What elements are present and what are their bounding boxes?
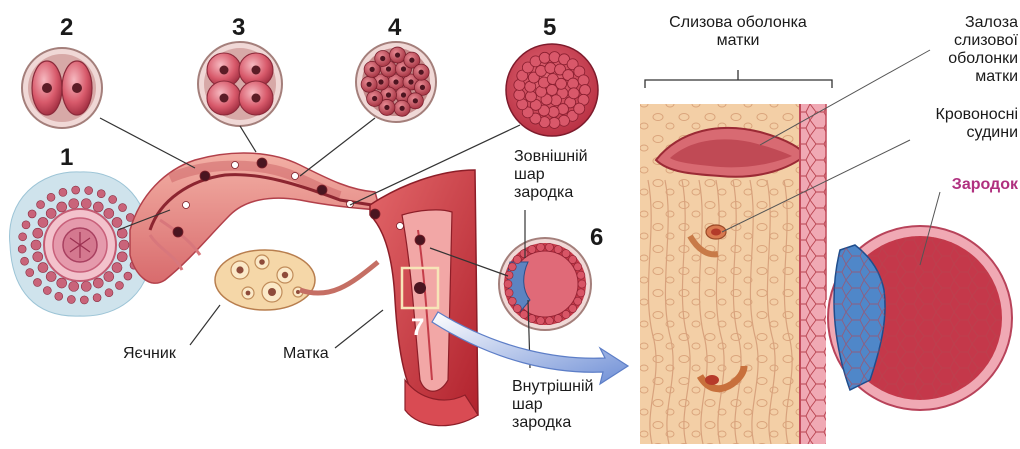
label-gland-3: оболонки	[910, 50, 1018, 68]
label-gland-4: матки	[910, 68, 1018, 86]
label-embryo: Зародок	[900, 176, 1018, 194]
stage-number-6: 6	[590, 224, 603, 252]
label-vessels-1: Кровоносні	[890, 106, 1018, 124]
uterus-and-tube	[130, 153, 478, 426]
label-outer-layer-1: Зовнішній	[514, 148, 588, 166]
label-inner-layer-3: зародка	[512, 414, 571, 432]
label-inner-layer-1: Внутрішній	[512, 378, 593, 396]
blastocyst-stage-5	[506, 44, 598, 136]
blastocyst-section-stage-6	[499, 238, 591, 330]
two-cell-stage-2	[22, 48, 102, 128]
label-gland-2: слизової	[910, 32, 1018, 50]
stage-number-5: 5	[543, 14, 556, 42]
label-mucosa-2: матки	[648, 32, 828, 50]
stage-number-4: 4	[388, 14, 401, 42]
stage-number-3: 3	[232, 14, 245, 42]
label-uterus: Матка	[283, 345, 329, 363]
label-gland-1: Залоза	[910, 14, 1018, 32]
label-ovary: Яєчник	[123, 345, 176, 363]
morula-stage-4	[356, 42, 436, 122]
label-vessels-2: судини	[890, 124, 1018, 142]
label-inner-layer-2: шар	[512, 396, 543, 414]
stage-number-2: 2	[60, 14, 73, 42]
label-mucosa-1: Слизова оболонка	[648, 14, 828, 32]
four-cell-stage-3	[198, 42, 282, 126]
stage-number-1: 1	[60, 144, 73, 172]
stage-number-7: 7	[411, 314, 424, 342]
label-outer-layer-3: зародка	[514, 184, 573, 202]
label-outer-layer-2: шар	[514, 166, 545, 184]
